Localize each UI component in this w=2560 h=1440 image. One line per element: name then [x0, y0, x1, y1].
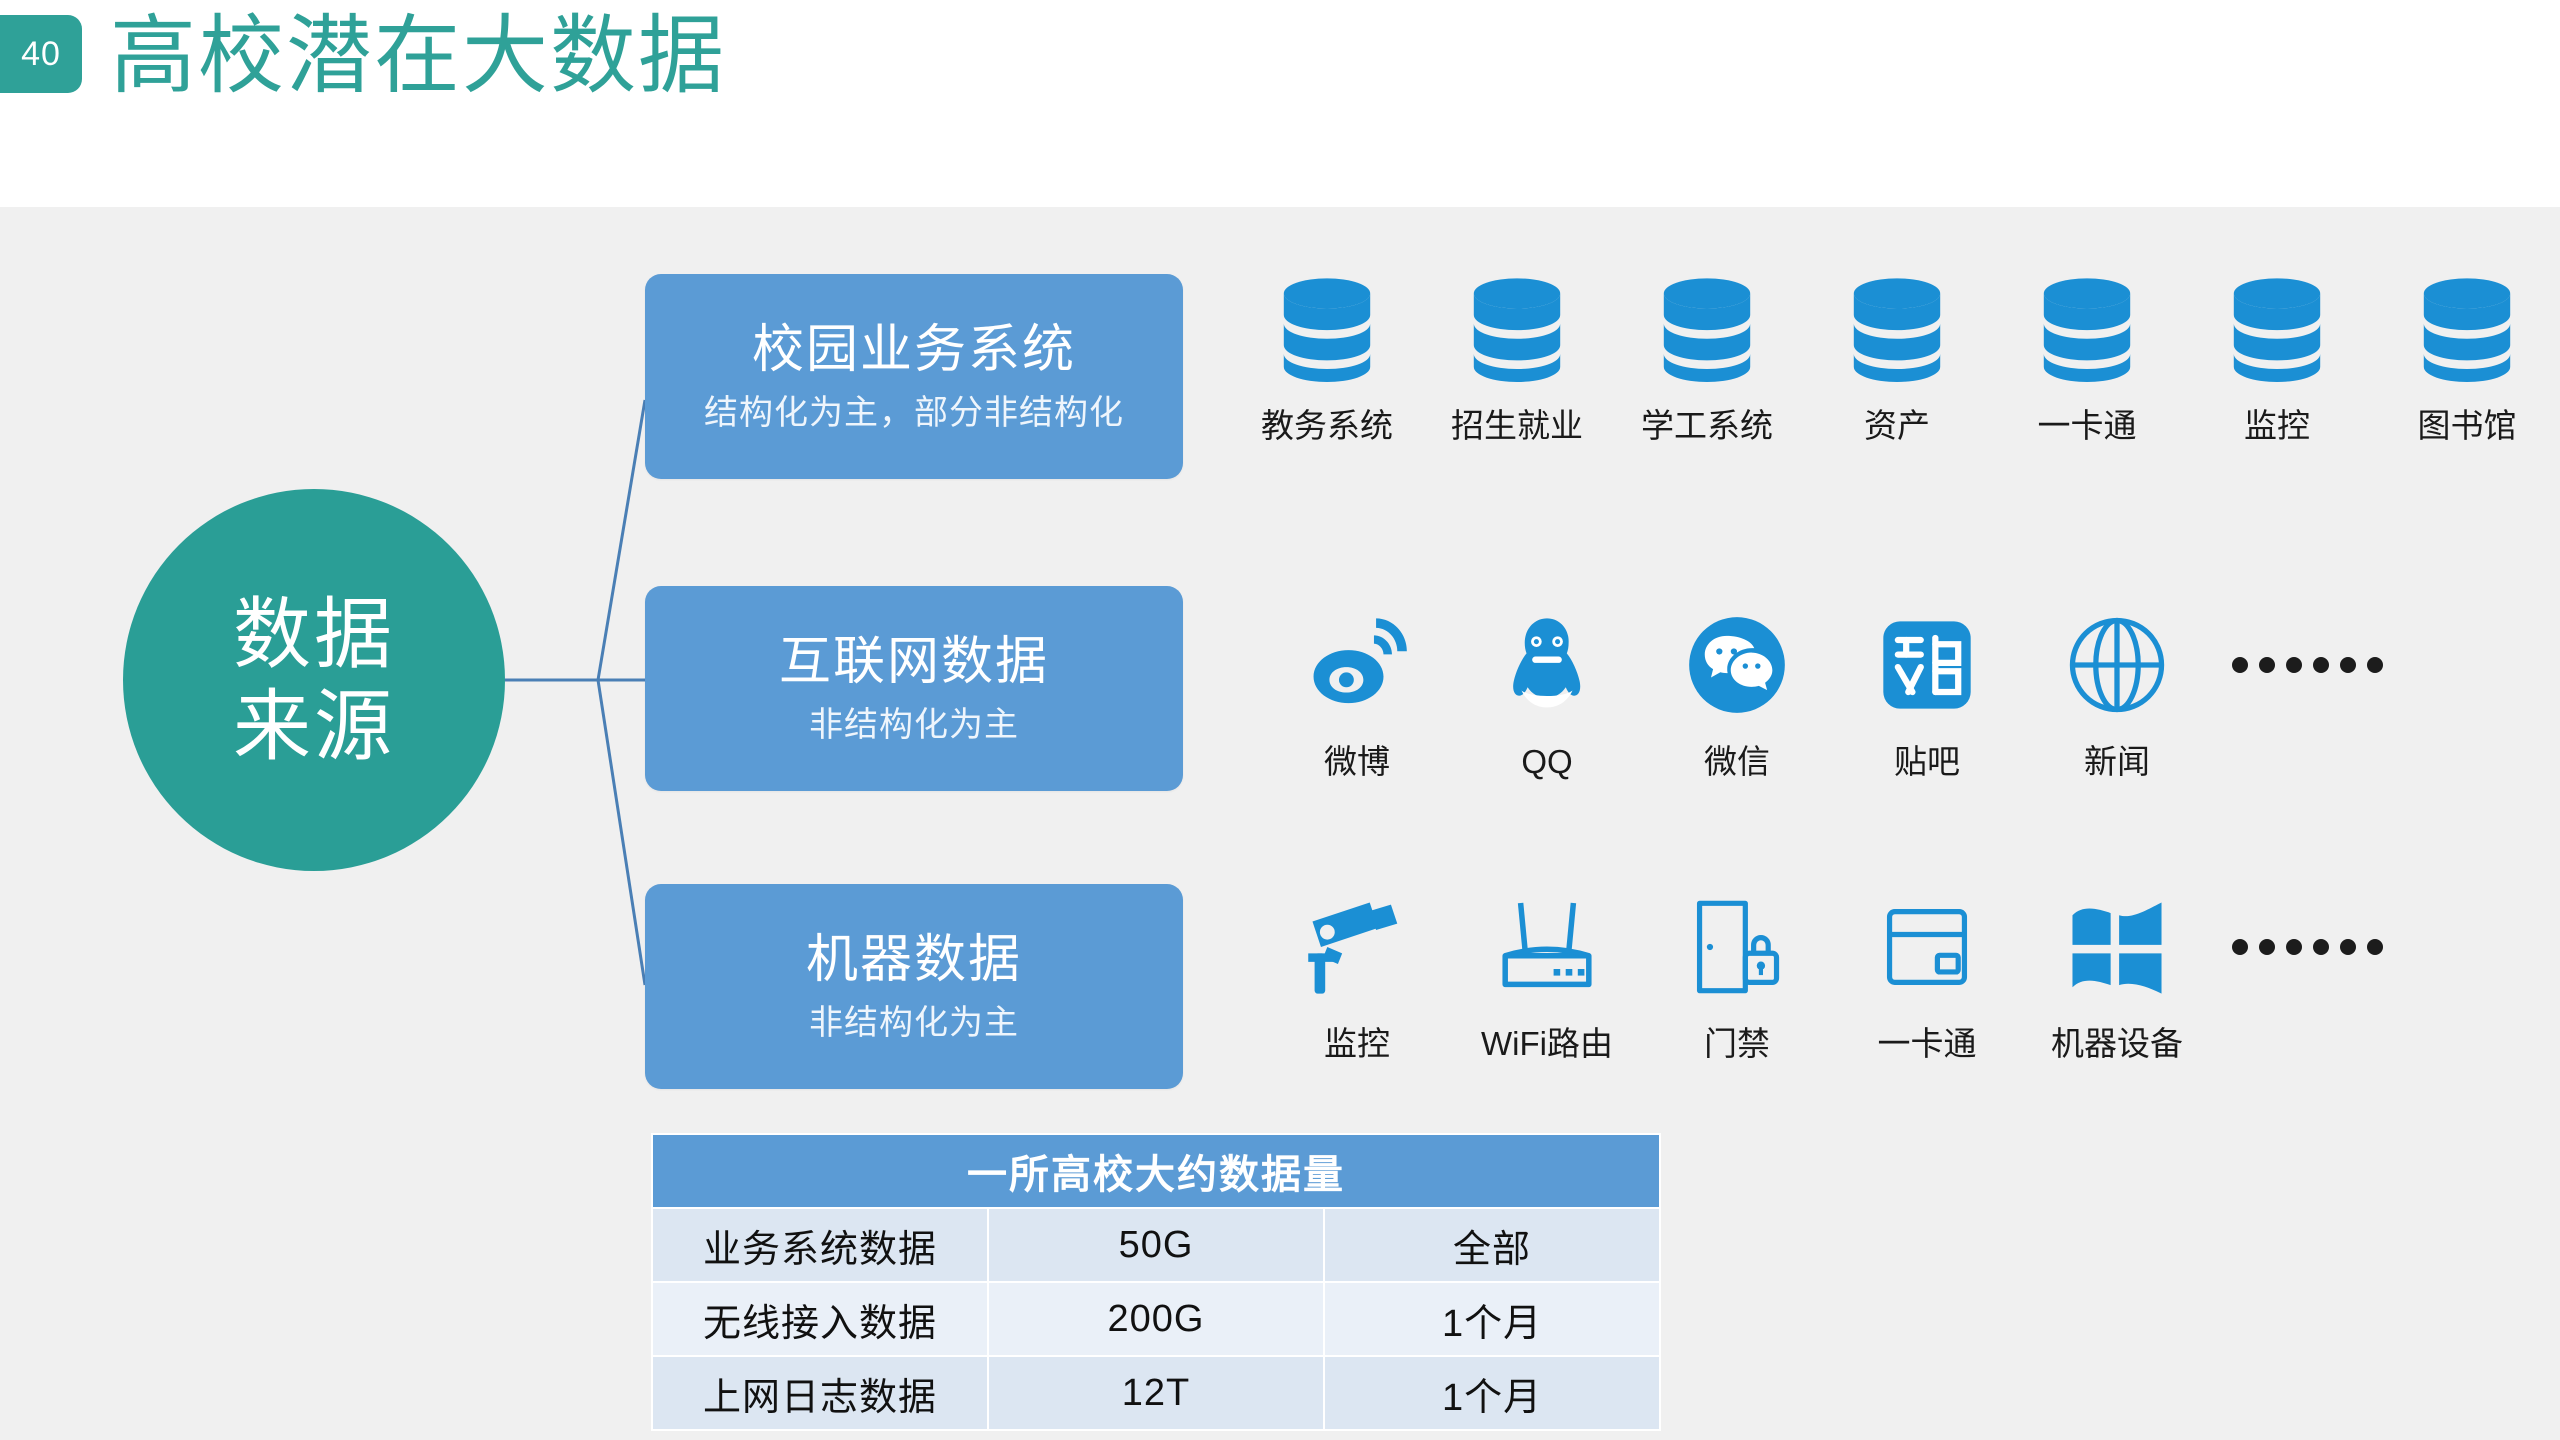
table-cell-retention: 1个月: [1322, 1281, 1662, 1357]
icon-item[interactable]: 一卡通: [1992, 268, 2182, 446]
table-cell-name: 无线接入数据: [651, 1281, 989, 1357]
category-title: 互联网数据: [778, 632, 1049, 691]
database-icon: [1653, 268, 1761, 388]
weibo-icon: [1304, 600, 1410, 730]
globe-news-icon: [2064, 600, 2170, 730]
icon-label: 图书馆: [2417, 407, 2517, 444]
database-icon: [2413, 268, 2521, 388]
icon-row-machine-data: 监控 WiFi路由 门禁 一卡通 机器设备: [1262, 882, 2402, 1064]
icon-row-campus-business: 教务系统 招生就业 学工系统 资产 一卡通 监控 图书馆: [1232, 268, 2560, 446]
icon-label: 监控: [1324, 1025, 1390, 1062]
page-number-badge: 40: [0, 15, 82, 93]
qq-icon: [1494, 600, 1600, 730]
icon-label: 资产: [1864, 407, 1930, 444]
windows-logo-icon: [2064, 882, 2170, 1012]
table-cell-size: 50G: [987, 1207, 1325, 1283]
icon-row-internet-data: 微博 QQ 微信 贴吧 新闻: [1262, 600, 2402, 782]
category-subtitle: 非结构化为主: [809, 1003, 1019, 1042]
icon-item[interactable]: 一卡通: [1832, 882, 2022, 1064]
icon-item[interactable]: 教务系统: [1232, 268, 1422, 446]
icon-item[interactable]: 门禁: [1642, 882, 1832, 1064]
category-box-campus-business[interactable]: 校园业务系统 结构化为主，部分非结构化: [645, 274, 1183, 479]
hub-line-2: 来源: [232, 682, 395, 770]
icon-label: 监控: [2244, 407, 2310, 444]
wechat-icon: [1685, 600, 1789, 730]
data-source-hub: 数据 来源: [123, 489, 505, 871]
icon-item[interactable]: 图书馆: [2372, 268, 2560, 446]
tieba-icon: [1875, 600, 1979, 730]
icon-label: WiFi路由: [1481, 1025, 1613, 1062]
table-header-row: 一所高校大约数据量: [650, 1133, 1662, 1209]
icon-label: QQ: [1521, 743, 1573, 780]
ellipsis-indicator: [2212, 600, 2402, 730]
icon-item[interactable]: 机器设备: [2022, 882, 2212, 1064]
icon-label: 学工系统: [1641, 407, 1773, 444]
icon-label: 招生就业: [1451, 407, 1583, 444]
category-subtitle: 非结构化为主: [809, 705, 1019, 744]
table-cell-name: 业务系统数据: [651, 1207, 989, 1283]
database-icon: [1843, 268, 1951, 388]
hub-line-1: 数据: [232, 590, 395, 678]
id-card-icon: [1875, 882, 1979, 1012]
slide-header: 40 高校潜在大数据: [0, 0, 2560, 207]
icon-item[interactable]: 资产: [1802, 268, 1992, 446]
database-icon: [2033, 268, 2141, 388]
table-title: 一所高校大约数据量: [650, 1133, 1662, 1209]
database-icon: [1463, 268, 1571, 388]
table-cell-size: 12T: [987, 1355, 1325, 1431]
icon-item[interactable]: 贴吧: [1832, 600, 2022, 782]
icon-item[interactable]: 学工系统: [1612, 268, 1802, 446]
icon-item[interactable]: QQ: [1452, 600, 1642, 782]
table-cell-size: 200G: [987, 1281, 1325, 1357]
icon-label: 新闻: [2084, 743, 2150, 780]
wifi-router-icon: [1492, 882, 1602, 1012]
icon-label: 门禁: [1704, 1025, 1770, 1062]
table-cell-name: 上网日志数据: [651, 1355, 989, 1431]
icon-item[interactable]: WiFi路由: [1452, 882, 1642, 1064]
icon-label: 贴吧: [1894, 743, 1960, 780]
database-icon: [1273, 268, 1381, 388]
category-title: 机器数据: [805, 930, 1022, 989]
icon-item[interactable]: 招生就业: [1422, 268, 1612, 446]
icon-label: 一卡通: [1877, 1025, 1977, 1062]
icon-label: 微信: [1704, 743, 1770, 780]
ellipsis-indicator: [2212, 882, 2402, 1012]
icon-item[interactable]: 微信: [1642, 600, 1832, 782]
icon-label: 教务系统: [1261, 407, 1393, 444]
category-title: 校园业务系统: [751, 320, 1076, 379]
icon-label: 机器设备: [2051, 1025, 2183, 1062]
icon-item[interactable]: 微博: [1262, 600, 1452, 782]
category-box-internet-data[interactable]: 互联网数据 非结构化为主: [645, 586, 1183, 791]
cctv-camera-icon: [1304, 882, 1410, 1012]
door-lock-icon: [1685, 882, 1789, 1012]
icon-item[interactable]: 监控: [1262, 882, 1452, 1064]
category-subtitle: 结构化为主，部分非结构化: [704, 393, 1124, 432]
category-box-machine-data[interactable]: 机器数据 非结构化为主: [645, 884, 1183, 1089]
table-cell-retention: 全部: [1322, 1207, 1662, 1283]
page-title: 高校潜在大数据: [110, 8, 726, 104]
database-icon: [2223, 268, 2331, 388]
table-cell-retention: 1个月: [1322, 1355, 1662, 1431]
icon-item[interactable]: 监控: [2182, 268, 2372, 446]
icon-label: 微博: [1324, 743, 1390, 780]
icon-item[interactable]: 新闻: [2022, 600, 2212, 782]
icon-label: 一卡通: [2037, 407, 2137, 444]
